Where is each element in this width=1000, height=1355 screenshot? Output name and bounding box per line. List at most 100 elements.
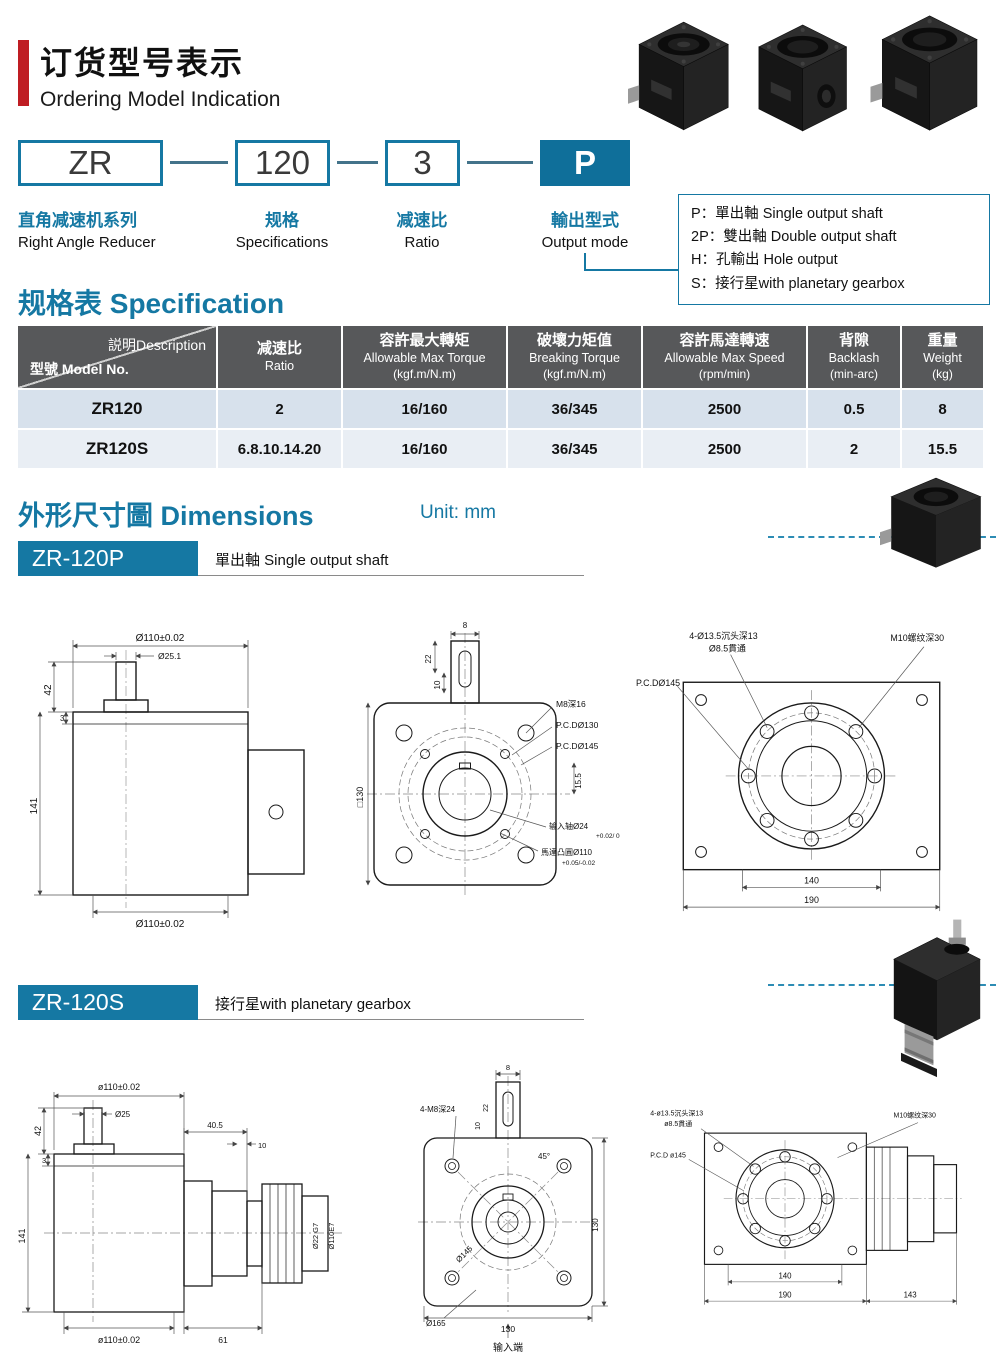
- label-pcd130: P.C.DØ130: [556, 720, 599, 730]
- col-sub: (kg): [932, 366, 953, 381]
- section-tag-zr120s: ZR-120S: [18, 985, 198, 1020]
- dim-square-130: □130: [355, 787, 365, 807]
- dim-shaft-diameter: Ø25: [115, 1110, 131, 1119]
- body-outline: [423, 1081, 593, 1307]
- connector-line-horizontal: [584, 269, 678, 271]
- dim-10: 10: [475, 1122, 482, 1130]
- spec-header-description: 説明Description: [107, 337, 206, 353]
- cell-weight-zr120: 8: [902, 388, 983, 428]
- label-m8-depth: M8深16: [556, 699, 586, 709]
- pcd-circle: [459, 1173, 557, 1271]
- dim-10: 10: [433, 680, 442, 689]
- dim-40-5: 40.5: [207, 1121, 223, 1130]
- dim-bottom-diameter: Ø110±0.02: [136, 919, 185, 930]
- dim-45-degrees: 45°: [538, 1152, 550, 1161]
- dim-143: 143: [904, 1291, 918, 1300]
- output-mode-legend: P：單出軸 Single output shaft 2P：雙出軸 Double …: [678, 194, 990, 305]
- model-code-output-box: P: [540, 140, 630, 186]
- dimension-labels: Ø110±0.02 Ø25.1 42 3 141 Ø110±0.02: [29, 633, 185, 930]
- drawing-zr120s-back-view: 4-ø13.5沉头深13 ø8.5貫通 M10螺纹深30 P.C.D ø145 …: [650, 1109, 962, 1305]
- col-zh: 背隙: [838, 332, 869, 350]
- cell-ratio-zr120s: 6.8.10.14.20: [218, 428, 343, 468]
- legend-item-s: S：接行星with planetary gearbox: [691, 275, 905, 292]
- drawing-zr120p-side-view: Ø110±0.02 Ø25.1 42 3 141 Ø110±0.02: [29, 633, 305, 930]
- label-pcd145: P.C.D ø145: [650, 1153, 686, 1160]
- label-ratio-en: Ratio: [404, 234, 440, 251]
- col-zh: 减速比: [256, 339, 302, 357]
- cell-max-speed-zr120: 2500: [643, 388, 808, 428]
- label-output: 輸出型式 Output mode: [522, 206, 648, 251]
- drawing-zr120s-front-view: 4-M8深24 8 22 10 45° Ø145 130 Ø165 130 输入…: [418, 1063, 608, 1354]
- cell-backlash-zr120s: 2: [808, 428, 902, 468]
- product-photo-gearbox-planetary: [893, 919, 981, 1078]
- connector-line-vertical: [584, 253, 586, 270]
- page-title-en: Ordering Model Indication: [40, 88, 281, 111]
- model-code-output: P: [573, 144, 596, 181]
- model-code-series-box: ZR: [18, 140, 163, 186]
- center-lines: [44, 1100, 344, 1322]
- label-motor-boss: 馬達凸圓Ø110: [541, 847, 593, 857]
- dim-42: 42: [43, 684, 54, 696]
- label-input-shaft-tol: +0.02/ 0: [596, 833, 620, 840]
- dim-dia-165: Ø165: [426, 1319, 446, 1328]
- dim-top-diameter: Ø110±0.02: [136, 633, 185, 644]
- label-counterbore: 4-Ø13.5沉头深13: [689, 631, 758, 641]
- cell-backlash-zr120: 0.5: [808, 388, 902, 428]
- dim-140: 140: [778, 1271, 792, 1280]
- spec-header-max-speed: 容許馬達轉速 Allowable Max Speed (rpm/min): [643, 326, 808, 388]
- cell-max-torque-zr120s: 16/160: [343, 428, 508, 468]
- product-photo-gearbox-3: [870, 15, 978, 131]
- spec-header-breaking-torque: 破壞力矩值 Breaking Torque (kgf.m/N.m): [508, 326, 643, 388]
- col-en: Allowable Max Torque: [363, 351, 486, 366]
- dimension-labels: 4-M8深24 8 22 10 45° Ø145 130 Ø165 130 输入…: [420, 1063, 600, 1354]
- body-outline: [703, 1132, 958, 1265]
- model-code-ratio-box: 3: [385, 140, 460, 186]
- dimension-labels: 4-Ø13.5沉头深13 Ø8.5貫通 M10螺纹深30 P.C.DØ145 1…: [636, 631, 944, 905]
- pcd-circle: [748, 712, 875, 840]
- dim-141: 141: [29, 797, 40, 814]
- dim-22g7: Ø22 G7: [311, 1223, 320, 1249]
- page-header: 订货型号表示 Ordering Model Indication: [40, 38, 280, 112]
- dim-8: 8: [506, 1063, 510, 1072]
- body-outline: [373, 640, 557, 886]
- decorative-dashed-line-2: [768, 984, 996, 986]
- section-rule-zr120p: [198, 575, 584, 576]
- spec-section-title: 规格表 Specification: [18, 288, 285, 319]
- product-photos: [628, 4, 992, 140]
- label-m10-thread: M10螺纹深30: [890, 632, 944, 643]
- dim-8: 8: [463, 621, 468, 630]
- label-spec: 规格 Specifications: [225, 206, 339, 251]
- section-subtitle-zr120s: 接行星with planetary gearbox: [215, 996, 411, 1013]
- product-photo-gearbox-1: [628, 21, 729, 131]
- center-lines: [367, 633, 570, 895]
- col-zh: 容許馬達轉速: [679, 332, 770, 350]
- dimension-labels: 8 22 10 M8深16 P.C.DØ130 P.C.DØ145 □130 1…: [355, 621, 620, 867]
- model-code-spec: 120: [254, 144, 311, 181]
- cell-max-speed-zr120s: 2500: [643, 428, 808, 468]
- dimension-lines: [22, 1092, 263, 1334]
- model-code-spec-box: 120: [235, 140, 330, 186]
- dimension-lines: [677, 646, 941, 912]
- dim-190: 190: [804, 895, 819, 905]
- label-output-en: Output mode: [541, 234, 629, 251]
- dim-42: 42: [33, 1126, 43, 1136]
- pcd-circles: [398, 727, 532, 861]
- dim-141: 141: [17, 1228, 27, 1243]
- section-subtitle-zr120p: 單出軸 Single output shaft: [215, 552, 389, 569]
- dim-bottom-diameter: ø110±0.02: [98, 1335, 140, 1345]
- section-tag-zr120p: ZR-120P: [18, 541, 198, 576]
- dimension-lines: [365, 631, 577, 886]
- code-separator-1: [170, 161, 228, 164]
- dim-shaft-diameter: Ø25.1: [158, 651, 181, 661]
- label-ratio: 减速比 Ratio: [365, 206, 479, 251]
- col-en: Weight: [923, 351, 962, 366]
- accent-bar: [18, 40, 29, 106]
- col-zh: 破壞力矩值: [536, 332, 612, 350]
- spec-header-backlash: 背隙 Backlash (min-arc): [808, 326, 902, 388]
- dimension-lines: [688, 1122, 957, 1305]
- cell-max-torque-zr120: 16/160: [343, 388, 508, 428]
- dim-width-130: 130: [501, 1324, 515, 1334]
- col-sub: (min-arc): [830, 366, 878, 381]
- body-outline: [72, 661, 305, 896]
